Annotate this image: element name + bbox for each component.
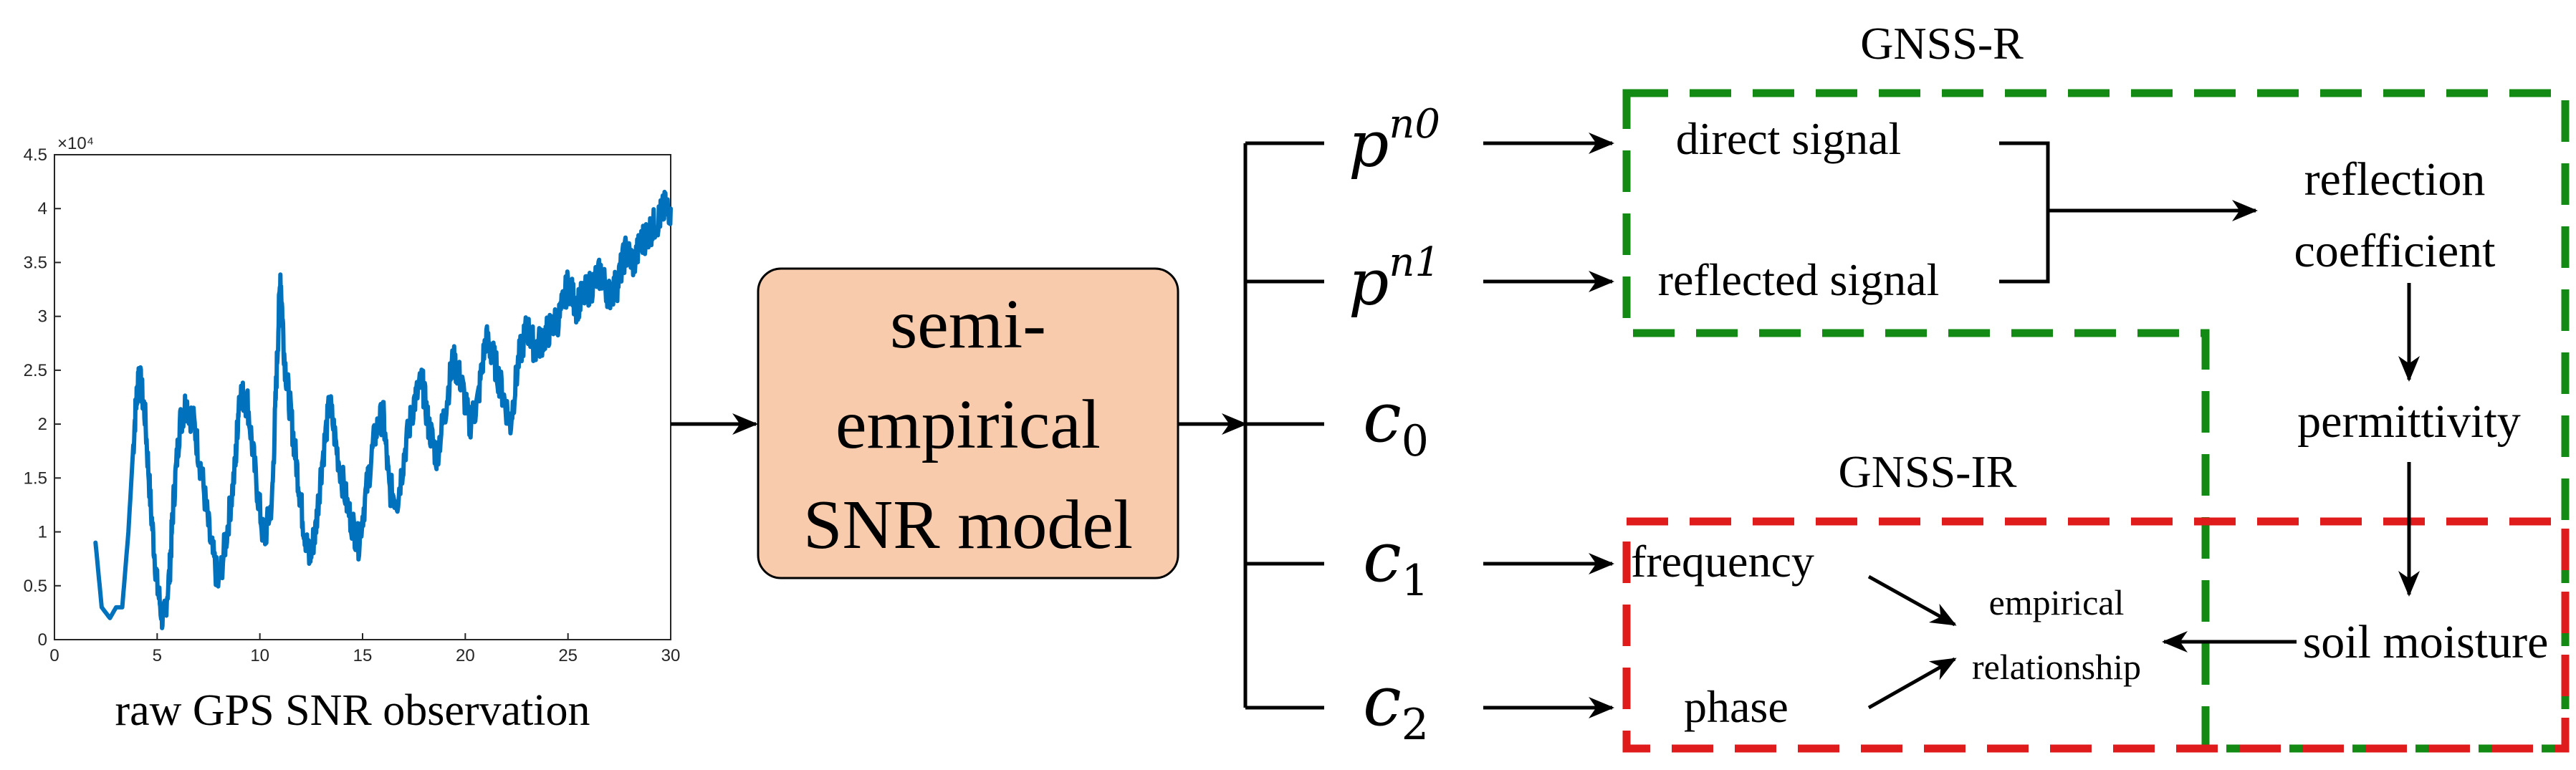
model-box-line-3: SNR model [803, 486, 1133, 564]
arrow-frequency-to-empirical [1867, 574, 1957, 627]
param-c1: c1 [1363, 517, 1429, 606]
param-c2: c2 [1363, 661, 1429, 750]
y-tick-label: 3 [38, 307, 47, 327]
x-tick-label: 20 [456, 646, 475, 665]
snr-plot-caption: raw GPS SNR observation [115, 686, 590, 735]
semi-empirical-snr-model-box: semi- empirical SNR model [757, 267, 1179, 579]
y-tick-label: 0 [38, 630, 47, 650]
snr-series-line [93, 189, 673, 630]
model-box-line-2: empirical [835, 386, 1101, 463]
param-p-n1: pn1 [1349, 239, 1440, 319]
y-tick-label: 2 [38, 415, 47, 434]
empirical-relationship-label-line-2: relationship [1972, 647, 2141, 687]
frequency-label: frequency [1631, 536, 1814, 587]
param-c0: c0 [1363, 377, 1429, 466]
snr-plot: 0 5 10 15 20 25 30 0 0.5 1 1.5 2 2.5 3 3.5 4 4.5 ×10⁴ r… [24, 134, 681, 735]
snr-plot-exponent-label: ×10⁴ [57, 134, 94, 153]
soil-moisture-label: soil moisture [2303, 616, 2549, 668]
param-p-n0: pn0 [1349, 101, 1440, 181]
x-tick-label: 15 [353, 646, 373, 665]
y-tick-label: 0.5 [24, 577, 47, 596]
permittivity-label: permittivity [2297, 395, 2521, 448]
model-box-line-1: semi- [890, 286, 1046, 363]
y-tick-label: 4.5 [24, 145, 47, 165]
x-tick-label: 25 [558, 646, 578, 665]
snr-plot-x-ticks: 0 5 10 15 20 25 30 [49, 633, 680, 665]
y-tick-label: 2.5 [24, 361, 47, 380]
x-tick-label: 0 [49, 646, 59, 665]
signal-merge-bracket [1999, 141, 2258, 284]
y-tick-label: 4 [38, 199, 47, 218]
gnss-ir-dashed-outline [1622, 517, 2570, 753]
x-tick-label: 10 [250, 646, 269, 665]
snr-plot-axes-box [54, 154, 671, 640]
x-tick-label: 30 [661, 646, 681, 665]
phase-label: phase [1684, 681, 1789, 732]
gnss-r-region: GNSS-R [1622, 18, 2570, 753]
reflection-coefficient-label-line-2: coefficient [2294, 225, 2496, 277]
gnss-ir-region: GNSS-IR [1622, 446, 2570, 753]
gnss-r-title: GNSS-R [1860, 18, 2024, 69]
y-tick-label: 1 [38, 523, 47, 542]
reflected-signal-label: reflected signal [1658, 254, 1940, 305]
gnss-ir-title: GNSS-IR [1839, 446, 2017, 497]
direct-signal-label: direct signal [1676, 113, 1902, 164]
x-tick-label: 5 [153, 646, 162, 665]
reflection-coefficient-label-line-1: reflection [2304, 153, 2486, 206]
y-tick-label: 3.5 [24, 253, 47, 272]
y-tick-label: 1.5 [24, 468, 47, 488]
snr-plot-y-ticks: 0 0.5 1 1.5 2 2.5 3 3.5 4 4.5 [24, 145, 61, 650]
arrow-phase-to-empirical [1867, 657, 1957, 710]
empirical-relationship-label-line-1: empirical [1989, 582, 2125, 622]
parameter-bracket [1243, 141, 1324, 710]
